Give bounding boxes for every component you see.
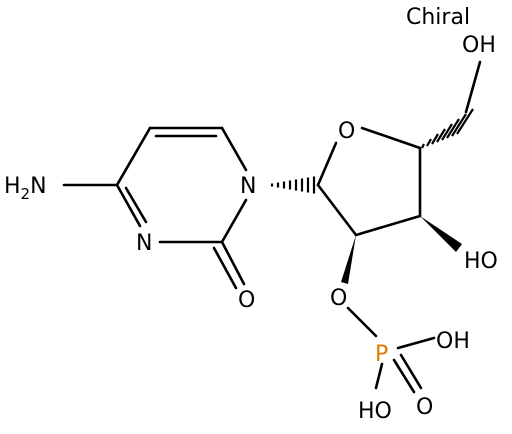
bond-c2-o-double xyxy=(212,246,238,290)
amino-h: H xyxy=(4,174,21,199)
phosphorus-label: P xyxy=(375,342,388,367)
hashed-bond-c4-c5 xyxy=(421,108,474,149)
bond-c5-c4 xyxy=(115,126,152,187)
bond-c4-n3 xyxy=(115,183,142,228)
bond-c2-o xyxy=(220,240,246,286)
amino-subscript: 2 xyxy=(21,185,31,203)
wedge-bond-c3-oh xyxy=(420,216,462,252)
bond-c3-c2 xyxy=(354,214,422,237)
hashed-bond-n1-c1 xyxy=(270,176,316,194)
bond-c2-c1 xyxy=(316,183,358,237)
ho-3-label: HO xyxy=(464,249,498,274)
ring-n1-label: N xyxy=(240,174,256,199)
bond-o-p xyxy=(346,306,378,338)
wedge-bond-c2-o xyxy=(341,235,356,284)
bond-p-oh-bottom xyxy=(374,362,384,390)
bond-c5-oh xyxy=(464,60,482,114)
carbonyl-o-label: O xyxy=(238,288,255,313)
chiral-label: Chiral xyxy=(406,5,470,30)
phosphate-ho-bottom-label: HO xyxy=(358,399,392,424)
bond-p-oh-right xyxy=(396,336,436,350)
ring-n3-label: N xyxy=(136,231,152,256)
bond-c4-n3-double xyxy=(124,186,148,224)
phosphate-o-double-label: O xyxy=(416,395,433,420)
bond-p-o-double-b xyxy=(399,353,423,390)
bond-p-o-double-a xyxy=(392,358,416,394)
bond-c1-oring xyxy=(316,141,338,187)
bond-oring-c4 xyxy=(360,126,422,150)
bond-c2-n1 xyxy=(220,198,248,244)
amino-n: N xyxy=(30,174,46,199)
phosphate-oh-right-label: OH xyxy=(436,329,470,354)
amino-label: H2N xyxy=(4,174,47,203)
o-2-label: O xyxy=(330,286,347,311)
ring-o-label: O xyxy=(338,119,355,144)
oh-5-label: OH xyxy=(462,33,496,58)
bond-n1-c6 xyxy=(220,126,248,172)
